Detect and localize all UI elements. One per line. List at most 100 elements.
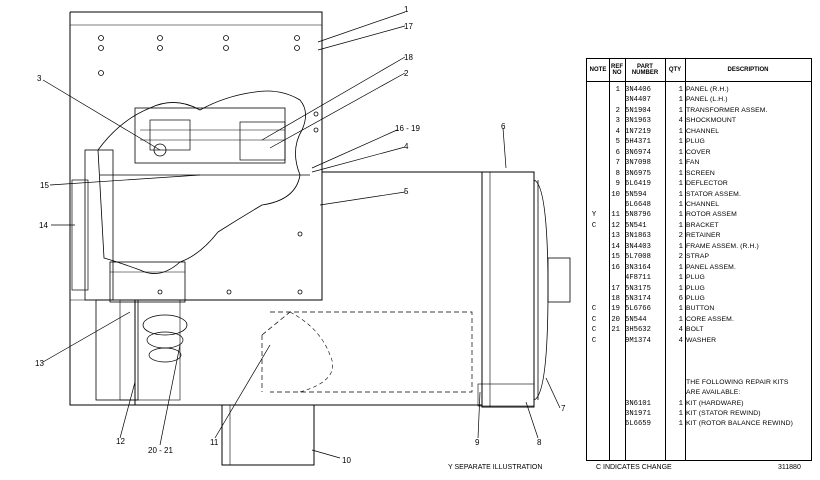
cell-qty: 1: [678, 274, 683, 283]
cell-part-number: 5N594: [625, 190, 647, 199]
cell-qty: 1: [678, 148, 683, 157]
cell-ref-no: 9: [615, 180, 620, 189]
parts-table: NOTE REF NO PART NUMBER QTY DESCRIPTION …: [586, 58, 812, 461]
cell-qty: 1: [678, 190, 683, 199]
cell-note: C: [591, 305, 597, 314]
table-divider: [685, 59, 686, 460]
cell-qty: 4: [678, 117, 683, 126]
cell-part-number: 5N3174: [625, 295, 651, 303]
cell-part-number: 5N8796: [625, 211, 651, 220]
cell-qty: 1: [678, 420, 683, 429]
cell-description: SHOCKMOUNT: [686, 117, 737, 125]
cell-description: BOLT: [686, 326, 704, 334]
cell-note: Y: [591, 211, 597, 220]
cell-qty: 2: [678, 232, 683, 241]
cell-description: PLUG: [686, 295, 705, 302]
cell-description: KIT (ROTOR BALANCE REWIND): [686, 420, 793, 428]
table-row: [587, 357, 811, 367]
cell-description: ROTOR ASSEM: [686, 211, 737, 219]
callout-15: 15: [40, 181, 49, 190]
cell-qty: 1: [678, 200, 683, 209]
cell-description: ARE AVAILABLE:: [686, 389, 741, 397]
cell-ref-no: 15: [611, 253, 620, 262]
callout-4: 4: [404, 142, 409, 151]
cell-qty: 1: [678, 242, 683, 251]
cell-description: STRAP: [686, 253, 710, 261]
cell-ref-no: 7: [615, 159, 620, 168]
cell-description: CHANNEL: [686, 200, 720, 208]
cell-note: C: [591, 221, 597, 230]
cell-description: CORE ASSEM.: [686, 315, 734, 323]
cell-ref-no: 21: [611, 326, 620, 335]
table-row: [587, 367, 811, 377]
exploded-view-drawing: 1 17 18 2 3 16 - 19 4 6 15 5 14 13 12 20…: [35, 5, 571, 466]
cell-qty: 1: [678, 127, 683, 136]
cell-part-number: 1N7219: [625, 127, 651, 136]
header-note: NOTE: [589, 67, 607, 73]
cell-ref-no: 6: [615, 148, 620, 157]
cell-description: STATOR ASSEM.: [686, 190, 741, 198]
cell-description: CHANNEL: [686, 127, 720, 135]
table-row: ARE AVAILABLE:: [587, 388, 811, 398]
cell-description: DEFLECTOR: [686, 180, 728, 188]
cell-ref-no: 3: [615, 117, 620, 126]
cell-description: FAN: [686, 159, 700, 167]
cell-qty: 1: [678, 315, 683, 324]
cell-note: C: [591, 326, 597, 335]
cell-description: THE FOLLOWING REPAIR KITS: [686, 378, 789, 386]
callout-14: 14: [39, 221, 48, 230]
cell-description: PLUG: [686, 138, 705, 146]
cell-part-number: 5N544: [625, 315, 647, 324]
callout-2: 2: [404, 69, 409, 78]
cell-ref-no: 1: [615, 86, 620, 94]
cell-qty: 1: [678, 180, 683, 189]
callout-11: 11: [210, 438, 219, 447]
cell-qty: 2: [678, 253, 683, 262]
cell-description: BRACKET: [686, 221, 719, 229]
cell-description: PANEL (R.H.): [686, 86, 729, 93]
cell-description: WASHER: [686, 336, 717, 344]
cell-qty: 1: [678, 106, 683, 115]
cell-description: SCREEN: [686, 169, 715, 177]
callout-16-19: 16 - 19: [395, 124, 420, 133]
callout-10: 10: [342, 456, 351, 465]
cell-description: KIT (STATOR REWIND): [686, 409, 761, 417]
cell-description: PANEL ASSEM.: [686, 263, 736, 271]
cell-ref-no: 16: [611, 263, 620, 272]
cell-ref-no: 11: [611, 211, 620, 220]
callout-7: 7: [561, 404, 566, 413]
cell-qty: 1: [678, 305, 683, 314]
cell-part-number: 3N4406: [625, 86, 651, 94]
header-description: DESCRIPTION: [727, 67, 769, 73]
cell-part-number: 5N1904: [625, 106, 651, 115]
cell-ref-no: 20: [611, 315, 620, 324]
cell-description: RETAINER: [686, 232, 721, 240]
cell-part-number: 3N4407: [625, 96, 651, 105]
cell-description: TRANSFORMER ASSEM.: [686, 106, 768, 114]
indicates-change-note: C INDICATES CHANGE: [596, 464, 672, 471]
cell-qty: 4: [678, 326, 683, 335]
cell-qty: 1: [678, 138, 683, 147]
callout-20-21: 20 - 21: [148, 446, 173, 455]
cell-ref-no: 10: [611, 190, 620, 199]
cell-description: PLUG: [686, 284, 705, 292]
cell-note: C: [591, 315, 597, 324]
